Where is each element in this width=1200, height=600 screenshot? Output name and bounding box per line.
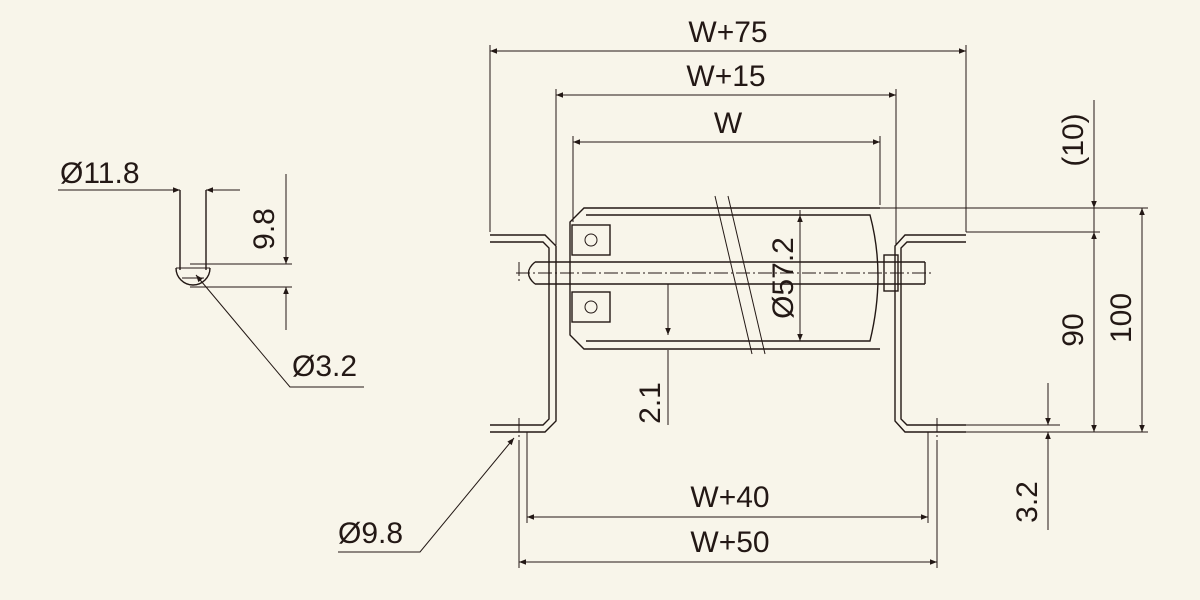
shaft-offset-label: 2.1 <box>634 382 667 424</box>
roller-width-label: W <box>714 107 743 140</box>
height-100-label: 100 <box>1105 293 1138 343</box>
frame-width-label: W+15 <box>686 60 765 93</box>
mount-width-40-label: W+40 <box>690 481 769 514</box>
bottom-thickness-label: 3.2 <box>1011 481 1044 523</box>
mounting-dimensions <box>338 432 938 568</box>
width-dimensions <box>489 45 967 245</box>
shaft-flat-label: 9.8 <box>248 208 281 250</box>
shaft-end-detail <box>58 174 364 388</box>
roller-assembly <box>490 195 966 452</box>
mount-hole-label: Ø9.8 <box>338 517 403 550</box>
shaft-diameter-label: Ø11.8 <box>60 157 140 190</box>
height-dimensions <box>880 100 1148 530</box>
mount-width-50-label: W+50 <box>690 526 769 559</box>
top-offset-label: (10) <box>1057 113 1090 166</box>
roller-diameter-label: Ø57.2 <box>767 237 800 319</box>
overall-width-label: W+75 <box>688 16 767 49</box>
height-90-label: 90 <box>1057 313 1090 346</box>
shaft-hole-label: Ø3.2 <box>292 350 357 383</box>
